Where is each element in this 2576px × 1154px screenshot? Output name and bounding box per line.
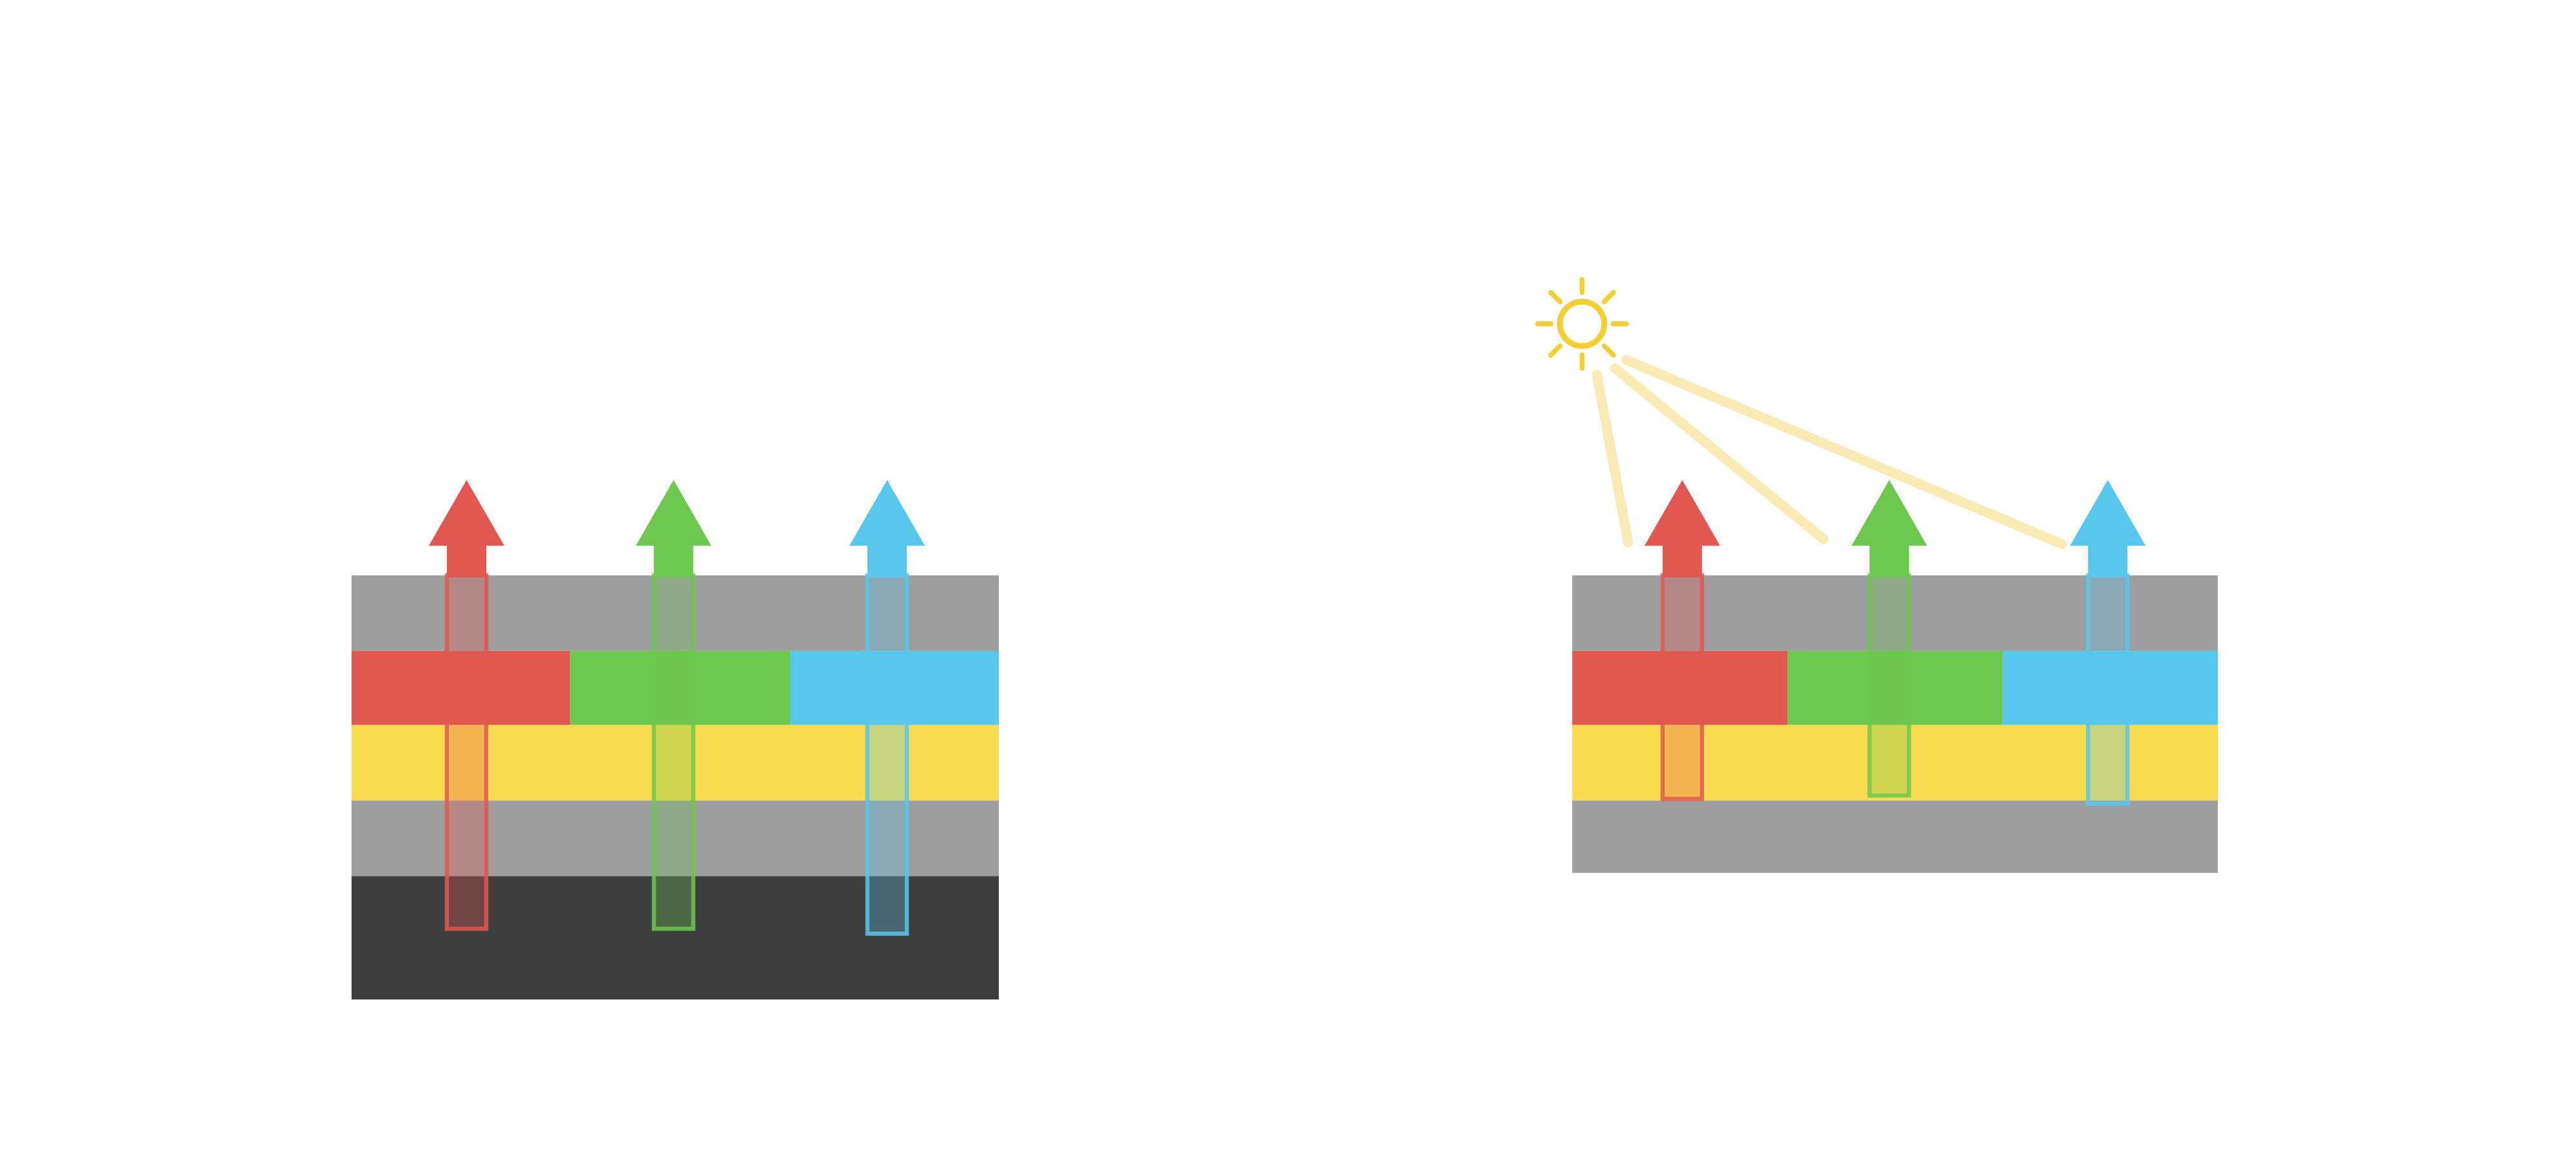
gray-bottom-layer	[351, 800, 999, 876]
dark-backlight-layer	[351, 876, 999, 1000]
green-light-arrow	[636, 480, 712, 931]
green-arrow-head	[636, 480, 712, 577]
sun-icon	[1535, 277, 1629, 371]
sun-disc	[1557, 298, 1607, 349]
sun-ray	[1548, 343, 1563, 358]
sunbeam-line	[1610, 363, 1829, 544]
red-subpixel	[351, 650, 571, 725]
sun-ray	[1548, 290, 1563, 305]
green-light-arrow	[1852, 480, 1927, 798]
display-stack-right	[1572, 575, 2218, 873]
emission-arrows-right	[1644, 480, 2146, 806]
sun-ray	[1601, 343, 1616, 358]
sunbeam-line	[1591, 370, 1633, 548]
red-subpixel	[1572, 650, 1788, 725]
red-light-arrow	[428, 480, 505, 931]
red-arrow-head	[1644, 480, 1720, 577]
blue-subpixel	[2002, 650, 2218, 725]
blue-arrow-head	[2070, 480, 2146, 577]
yellow-layer	[1572, 724, 2218, 801]
yellow-layer	[351, 724, 999, 801]
green-arrow-shaft-through-stack	[652, 573, 696, 931]
red-arrow-shaft-through-stack	[1660, 573, 1705, 801]
green-subpixel	[570, 650, 791, 725]
blue-arrow-shaft-through-stack	[2086, 573, 2130, 806]
blue-subpixel	[790, 650, 999, 725]
green-arrow-head	[1852, 480, 1927, 577]
sunbeams	[1591, 355, 2067, 549]
sunlit-display-diagram	[1535, 277, 2218, 873]
red-arrow-shaft-through-stack	[444, 573, 489, 931]
blue-light-arrow	[2070, 480, 2146, 806]
blue-light-arrow	[849, 480, 925, 936]
backlit-display-diagram	[351, 480, 999, 1000]
sun-ray	[1601, 290, 1616, 305]
blue-arrow-shaft-through-stack	[865, 573, 909, 936]
sunbeam-line	[1621, 355, 2067, 549]
sun-rays	[1535, 277, 1629, 371]
green-subpixel	[1787, 650, 2003, 725]
blue-arrow-head	[849, 480, 925, 577]
red-arrow-head	[428, 480, 505, 577]
gray-top-layer	[351, 575, 999, 651]
green-arrow-shaft-through-stack	[1867, 573, 1911, 798]
gray-bottom-layer	[1572, 800, 2218, 873]
gray-top-layer	[1572, 575, 2218, 651]
emission-arrows-left	[428, 480, 925, 936]
red-light-arrow	[1644, 480, 1720, 801]
display-stack-left	[351, 575, 999, 1000]
